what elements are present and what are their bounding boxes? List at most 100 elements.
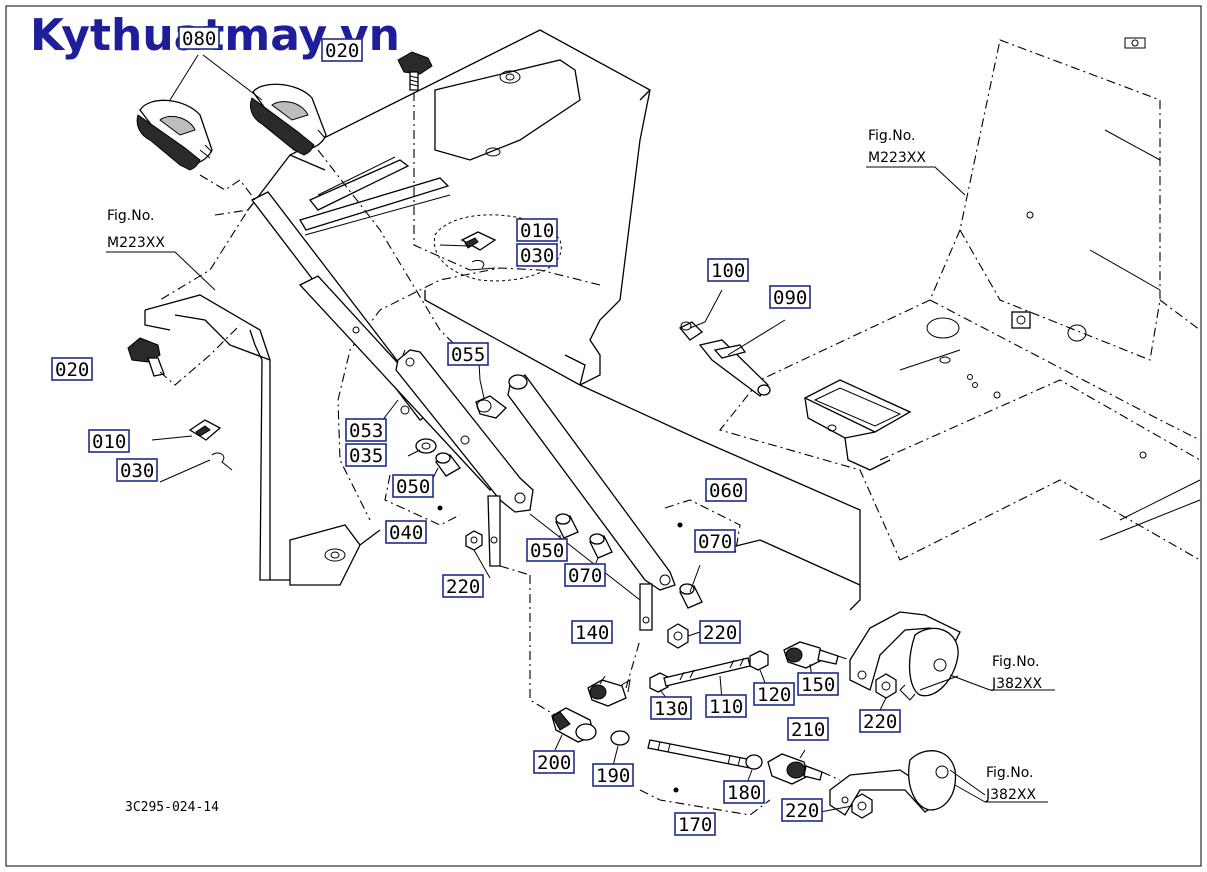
rod-110 xyxy=(663,657,751,687)
rod-end-140 xyxy=(587,679,631,707)
part-label-text: 053 xyxy=(349,420,383,442)
rod-end-150 xyxy=(783,641,839,669)
part-label-box xyxy=(442,574,484,598)
pedal-bracket-lower xyxy=(829,750,957,816)
part-label-text: 200 xyxy=(537,752,571,774)
console-body xyxy=(144,29,861,611)
clip-lower xyxy=(188,419,233,471)
part-label-box xyxy=(533,750,575,774)
part-label-055: 055 xyxy=(447,342,489,366)
knob-bolt-left xyxy=(127,324,241,386)
fig-ref-j382xx-lower: Fig.No. J382XX xyxy=(985,765,1036,803)
part-label-220: 220 xyxy=(859,709,901,733)
part-label-010: 010 xyxy=(88,429,130,453)
fig-ref-m223xx-right: Fig.No. M223XX xyxy=(868,128,926,166)
part-label-020: 020 xyxy=(51,357,93,381)
fig-ref-line2: J382XX xyxy=(985,787,1036,803)
part-label-box xyxy=(447,342,489,366)
fig-ref-m223xx-left: Fig.No. M223XX xyxy=(107,208,165,251)
part-label-box xyxy=(859,709,901,733)
part-label-text: 140 xyxy=(575,622,609,644)
fig-ref-leader-1 xyxy=(106,251,216,291)
part-label-text: 010 xyxy=(92,431,126,453)
fig-ref-line2: J382XX xyxy=(991,676,1042,692)
part-label-053: 053 xyxy=(345,418,387,442)
part-label-box xyxy=(781,798,823,822)
part-label-text: 220 xyxy=(863,711,897,733)
part-label-text: 220 xyxy=(703,622,737,644)
part-label-box xyxy=(516,243,558,267)
part-label-text: 030 xyxy=(120,460,154,482)
part-label-220: 220 xyxy=(442,574,484,598)
part-label-text: 010 xyxy=(520,220,554,242)
bolt-055 xyxy=(475,395,507,419)
left-lever-assembly xyxy=(251,191,534,567)
part-label-text: 110 xyxy=(709,696,743,718)
part-label-box xyxy=(694,529,736,553)
part-label-text: 020 xyxy=(55,359,89,381)
part-label-text: 035 xyxy=(349,445,383,467)
part-label-box xyxy=(178,26,220,50)
part-label-150: 150 xyxy=(797,672,839,696)
part-label-box xyxy=(699,620,741,644)
floor-deck xyxy=(719,37,1201,561)
part-label-text: 120 xyxy=(757,684,791,706)
part-label-050: 050 xyxy=(392,474,434,498)
nut-220-d xyxy=(851,793,873,819)
part-label-text: 190 xyxy=(596,765,630,787)
part-label-220: 220 xyxy=(699,620,741,644)
nut-220-b xyxy=(667,623,689,649)
part-label-box xyxy=(705,478,747,502)
part-label-030: 030 xyxy=(116,458,158,482)
part-label-box xyxy=(516,218,558,242)
fig-ref-leader-2 xyxy=(866,166,966,196)
part-label-box xyxy=(526,538,568,562)
part-label-210: 210 xyxy=(787,717,829,741)
part-label-010: 010 xyxy=(516,218,558,242)
pedal-bracket-upper xyxy=(849,611,961,701)
part-label-box xyxy=(705,694,747,718)
part-label-190: 190 xyxy=(592,763,634,787)
part-label-035: 035 xyxy=(345,443,387,467)
part-label-text: 050 xyxy=(530,540,564,562)
part-label-box xyxy=(345,443,387,467)
fig-ref-line2: M223XX xyxy=(107,235,165,251)
rod-end-210 xyxy=(767,753,823,785)
part-label-text: 170 xyxy=(678,814,712,836)
leader-080-a xyxy=(169,54,199,101)
part-label-text: 070 xyxy=(698,531,732,553)
part-label-020: 020 xyxy=(321,38,363,62)
lever-knob-right xyxy=(249,83,327,156)
knob-bolt-top xyxy=(397,51,471,271)
fig-ref-j382xx-upper: Fig.No. J382XX xyxy=(991,654,1042,692)
knob-right-centerline xyxy=(317,149,456,346)
part-label-box xyxy=(787,717,829,741)
part-label-120: 120 xyxy=(753,682,795,706)
part-label-140: 140 xyxy=(571,620,613,644)
part-label-box xyxy=(385,520,427,544)
part-number-labels: 0800200100300200100300550530350500402200… xyxy=(51,26,901,836)
clip-upper xyxy=(460,231,497,269)
part-label-box xyxy=(769,285,811,309)
part-label-box xyxy=(51,357,93,381)
part-label-040: 040 xyxy=(385,520,427,544)
part-label-box xyxy=(321,38,363,62)
part-label-text: 050 xyxy=(396,476,430,498)
part-label-box xyxy=(392,474,434,498)
part-label-170: 170 xyxy=(674,812,716,836)
part-label-box xyxy=(88,429,130,453)
fig-ref-leader-3 xyxy=(949,674,1055,691)
part-label-box xyxy=(564,563,606,587)
rod-170 xyxy=(647,739,753,769)
nut-120 xyxy=(749,650,769,671)
fig-ref-leader-4 xyxy=(954,784,1048,803)
part-label-100: 100 xyxy=(707,258,749,282)
fig-ref-line1: Fig.No. xyxy=(992,654,1040,670)
bolt-100 xyxy=(678,321,704,341)
part-label-110: 110 xyxy=(705,694,747,718)
part-label-box xyxy=(674,812,716,836)
part-label-030: 030 xyxy=(516,243,558,267)
right-lever-assembly xyxy=(507,374,676,631)
bushing-070-a xyxy=(589,533,613,559)
